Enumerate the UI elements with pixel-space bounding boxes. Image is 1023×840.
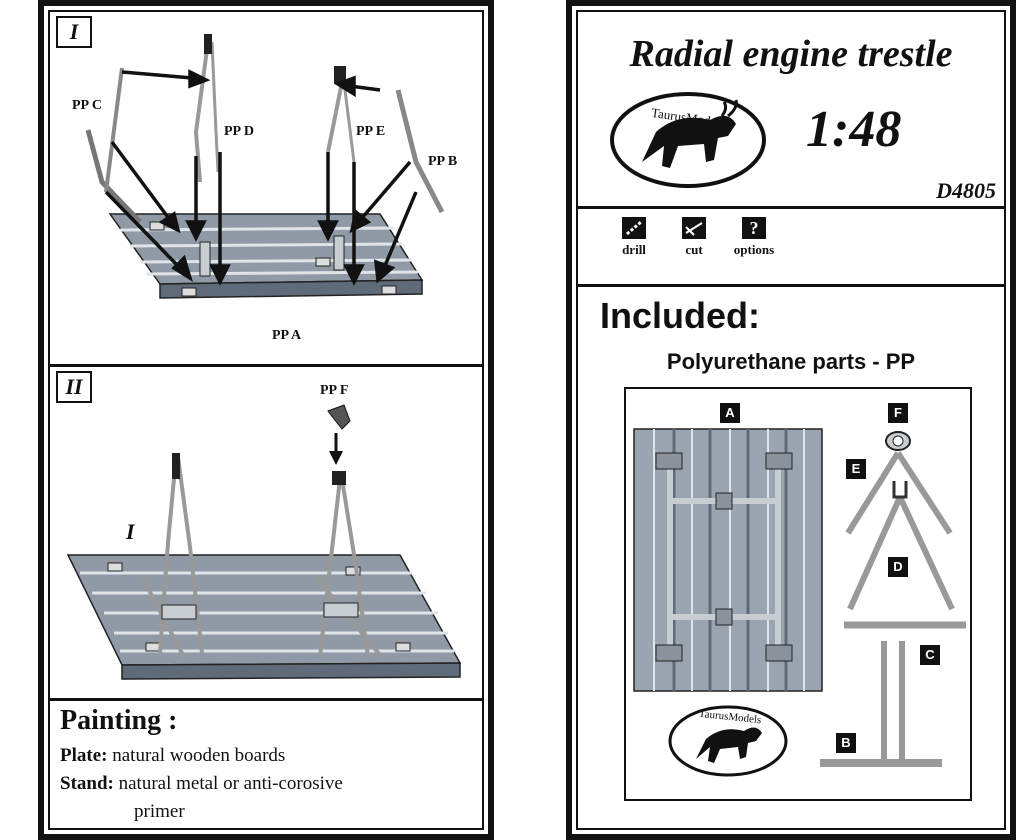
tools-section: drill cut ? options <box>578 206 1004 284</box>
label-pp-e: PP E <box>356 124 386 139</box>
parts-heading: Polyurethane parts - PP <box>666 349 916 374</box>
tool-drill: drill <box>604 217 664 259</box>
tool-cut: cut <box>664 217 724 259</box>
stand-text-continued: primer <box>134 801 185 822</box>
step-one-illustration <box>85 34 445 299</box>
step-two-illustration <box>66 404 462 680</box>
parts-diagram: TaurusModels A F E D C B <box>624 387 972 801</box>
product-panel: Radial engine trestle TaurusModels 1:48 … <box>566 0 1016 840</box>
drill-icon <box>622 217 646 239</box>
step-number: I <box>56 16 92 48</box>
painting-section: Painting : Plate: natural wooden boards … <box>50 698 482 828</box>
included-section: Included: Polyurethane parts - PP <box>578 284 1004 828</box>
stand-text: natural metal or anti-corosive <box>118 773 343 794</box>
tool-options: ? options <box>724 217 784 259</box>
stand-label: Stand: <box>60 773 114 794</box>
label-step-reference: I <box>126 519 135 544</box>
header-section: Radial engine trestle TaurusModels 1:48 … <box>578 12 1004 206</box>
label-pp-c: PP C <box>72 98 102 113</box>
parts-illustration <box>633 428 966 777</box>
tool-label: cut <box>685 242 703 257</box>
label-pp-d: PP D <box>224 124 254 139</box>
included-heading: Included: <box>600 295 760 336</box>
step-two: II <box>50 364 482 698</box>
product-inner: Radial engine trestle TaurusModels 1:48 … <box>576 10 1006 830</box>
part-label-e: E <box>846 459 866 479</box>
part-label-a: A <box>720 403 740 423</box>
part-label-c: C <box>920 645 940 665</box>
brand-logo <box>610 92 766 188</box>
step-one: I <box>50 12 482 364</box>
part-label-d: D <box>888 557 908 577</box>
stand-line: Stand: natural metal or anti-corosive <box>60 773 343 795</box>
product-code: D4805 <box>936 178 996 203</box>
tool-label: drill <box>622 242 646 257</box>
options-icon: ? <box>742 217 766 239</box>
label-pp-b: PP B <box>428 154 458 169</box>
plate-text: natural wooden boards <box>112 745 286 766</box>
plate-line: Plate: natural wooden boards <box>60 745 285 767</box>
painting-heading: Painting : <box>60 705 178 736</box>
part-label-f: F <box>888 403 908 423</box>
instructions-panel: I <box>38 0 494 840</box>
step-number: II <box>56 371 92 403</box>
label-pp-a: PP A <box>272 328 302 343</box>
product-title: Radial engine trestle <box>629 33 953 75</box>
cut-icon <box>682 217 706 239</box>
tool-label: options <box>733 242 775 257</box>
plate-label: Plate: <box>60 745 108 766</box>
part-label-b: B <box>836 733 856 753</box>
scale-label: 1:48 <box>806 101 902 158</box>
instructions-inner: I <box>48 10 484 830</box>
label-pp-f: PP F <box>320 383 349 398</box>
